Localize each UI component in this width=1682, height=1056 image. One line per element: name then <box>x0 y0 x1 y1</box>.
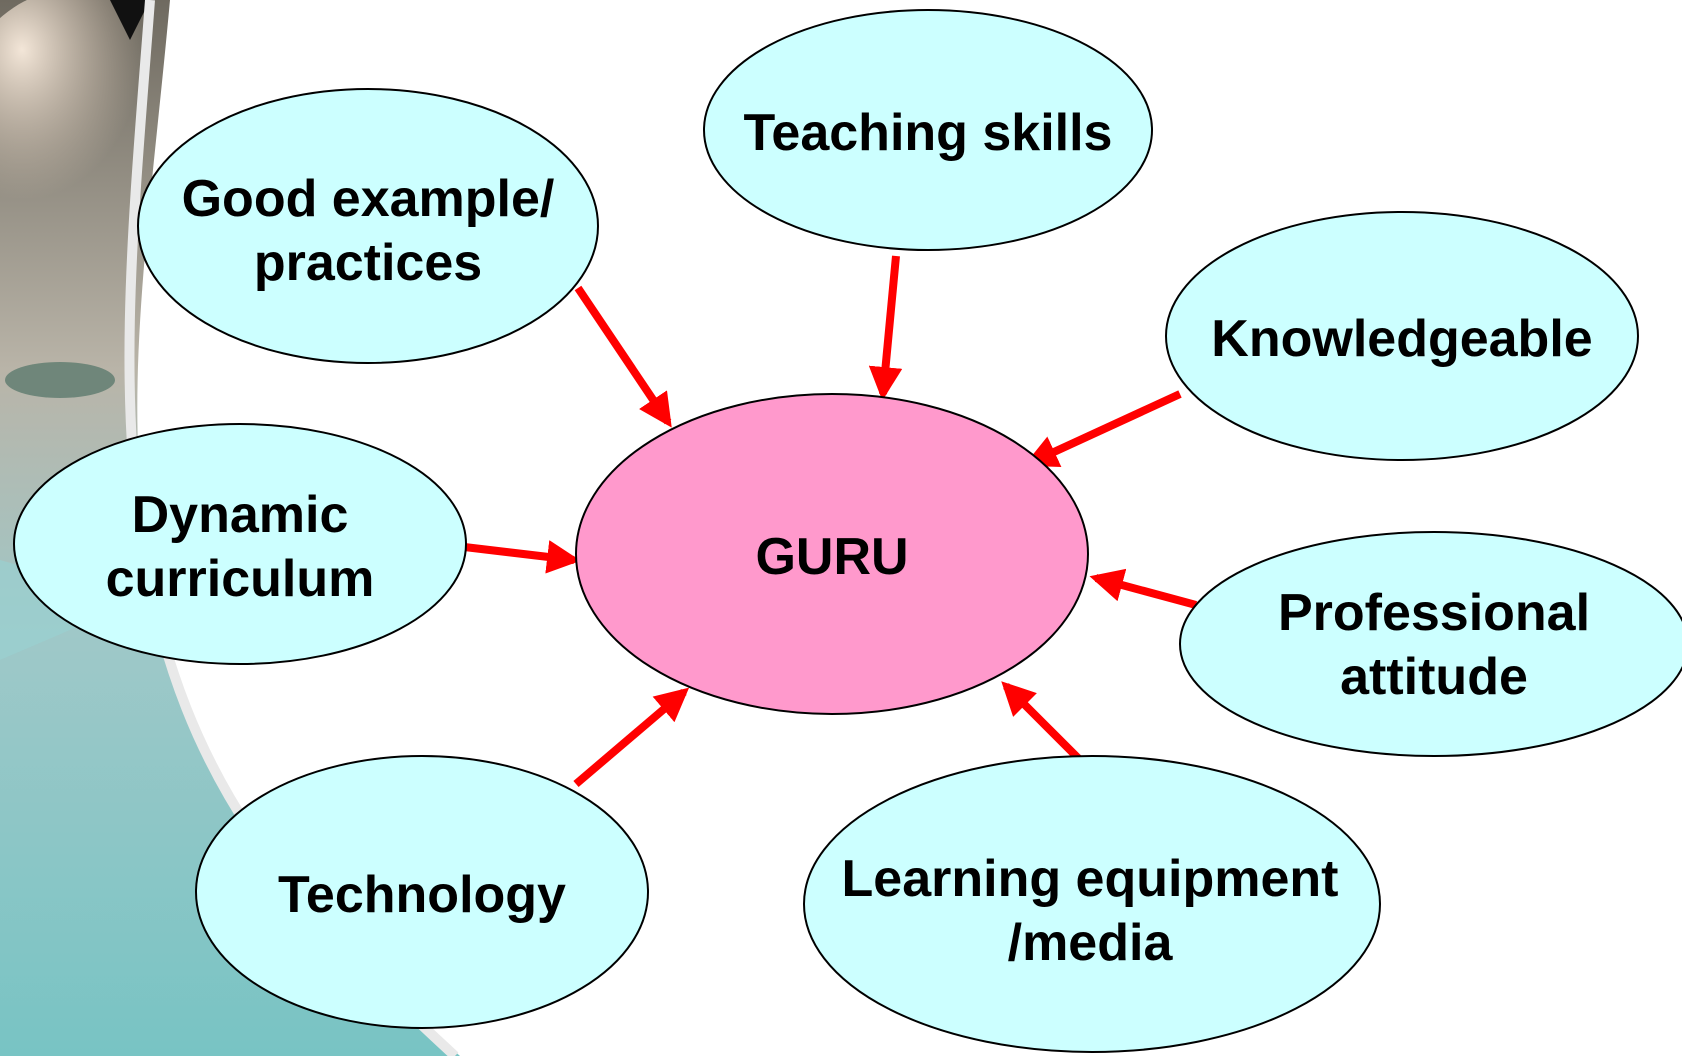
node-technology: Technology <box>195 755 649 1029</box>
node-professional-attitude: Professional attitude <box>1179 531 1682 757</box>
node-label-line: curriculum <box>106 550 375 608</box>
node-teaching-skills: Teaching skills <box>703 9 1153 251</box>
hub-label: GURU <box>755 528 908 586</box>
hub-node: GURU <box>575 393 1089 715</box>
node-label-line: practices <box>254 234 482 292</box>
node-label-line: attitude <box>1340 648 1528 706</box>
node-label-line: Professional <box>1278 584 1590 642</box>
arrow-dynamic-curriculum <box>455 540 581 574</box>
node-label-line: Dynamic <box>132 486 349 544</box>
node-label-line: Good example/ <box>182 170 555 228</box>
node-label-line: Technology <box>278 866 566 924</box>
node-dynamic-curriculum: Dynamic curriculum <box>13 423 467 665</box>
arrow-good-example <box>574 285 672 428</box>
hub-ellipse <box>575 393 1089 715</box>
arrow-professional-attitude <box>1089 568 1198 609</box>
node-label-line: /media <box>1008 914 1174 972</box>
node-learning-equipment: Learning equipment /media <box>803 755 1381 1053</box>
arrow-technology <box>573 687 690 788</box>
node-label-line: Learning equipment <box>842 850 1339 908</box>
arrow-teaching-skills <box>868 255 903 401</box>
node-label-line: Teaching skills <box>744 104 1113 162</box>
arrow-knowledgeable <box>1023 390 1182 468</box>
node-good-example: Good example/ practices <box>137 88 599 364</box>
node-label-line: Knowledgeable <box>1211 310 1592 368</box>
node-knowledgeable: Knowledgeable <box>1165 211 1639 461</box>
